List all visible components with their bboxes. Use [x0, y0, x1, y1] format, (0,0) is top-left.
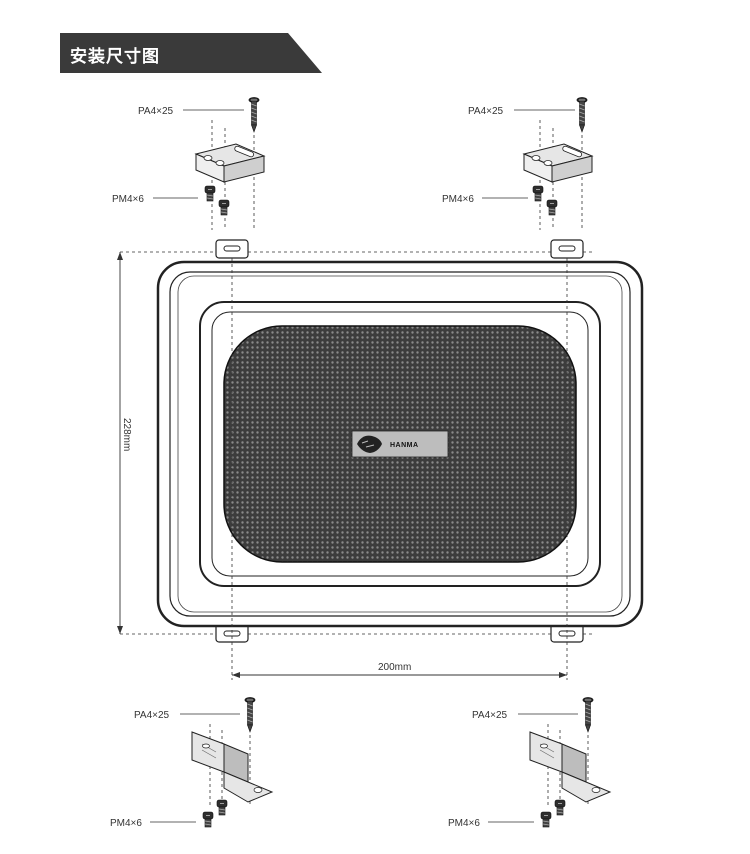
mount-tab [215, 239, 249, 259]
machine-screw-icon [218, 199, 230, 216]
label-pa4x25: PA4×25 [134, 710, 170, 721]
machine-screw-icon [554, 799, 566, 816]
label-pa4x25: PA4×25 [138, 106, 174, 117]
mounting-bracket-icon [191, 731, 273, 803]
machine-screw-icon [532, 185, 544, 202]
label-pm4x6: PM4×6 [442, 194, 474, 205]
label-pa4x25: PA4×25 [468, 106, 504, 117]
mount-group-bottom-right: PA4×25 PM4×6 [448, 697, 611, 829]
mount-group-top-right: PA4×25 PM4×6 [442, 97, 593, 230]
header-band [60, 33, 322, 73]
height-dimension-label: 228mm [121, 418, 132, 451]
label-pa4x25: PA4×25 [472, 710, 508, 721]
machine-screw-icon [202, 811, 214, 828]
page-title: 安装尺寸图 [70, 47, 160, 67]
mounting-bracket-icon [529, 731, 611, 803]
mount-group-bottom-left: PA4×25 PM4×6 [110, 697, 273, 829]
tiger-head-logo-icon [357, 435, 382, 453]
machine-screw-icon [540, 811, 552, 828]
machine-screw-icon [546, 199, 558, 216]
dimension-width: 200mm [231, 258, 568, 680]
wood-screw-icon [576, 97, 588, 133]
wood-screw-icon [244, 697, 256, 733]
label-pm4x6: PM4×6 [110, 818, 142, 829]
width-dimension-label: 200mm [378, 662, 411, 673]
machine-screw-icon [204, 185, 216, 202]
label-pm4x6: PM4×6 [112, 194, 144, 205]
machine-screw-icon [216, 799, 228, 816]
label-pm4x6: PM4×6 [448, 818, 480, 829]
logo-plate: HANMA [351, 430, 449, 458]
speaker-body: HANMA [156, 239, 644, 643]
wood-screw-icon [248, 97, 260, 133]
mount-group-top-left: PA4×25 PM4×6 [112, 97, 265, 230]
dimension-height: 228mm [117, 251, 594, 635]
mount-tab [550, 239, 584, 259]
wood-screw-icon [582, 697, 594, 733]
brand-text: HANMA [390, 442, 419, 449]
